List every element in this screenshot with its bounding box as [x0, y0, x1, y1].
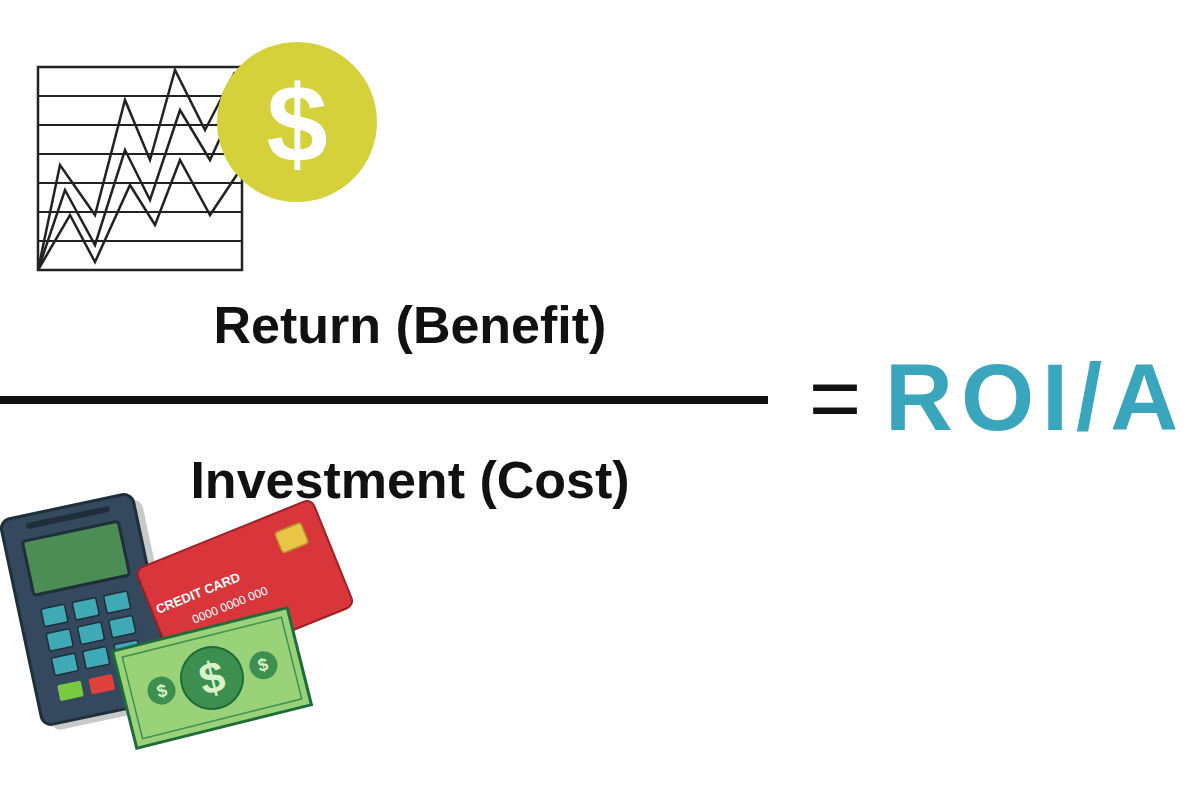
note-center-seal	[174, 640, 249, 715]
banknote	[113, 608, 312, 749]
chart-lines	[38, 70, 240, 270]
coin-symbol: $	[266, 69, 327, 179]
coin	[217, 42, 377, 202]
note-body	[113, 608, 312, 749]
note-left-seal	[145, 674, 179, 708]
terminal-cancel-key	[88, 674, 115, 695]
terminal-screen	[22, 521, 129, 595]
fraction-bar	[0, 396, 768, 404]
numerator-text: Return (Benefit)	[214, 299, 607, 351]
equals-sign: =	[809, 353, 862, 443]
card-chip	[275, 522, 309, 553]
chart-icon	[38, 42, 377, 270]
result-text: ROI/A	[885, 351, 1186, 445]
denominator-text: Investment (Cost)	[190, 454, 629, 506]
note-right-seal	[246, 648, 280, 682]
note-border	[122, 617, 301, 738]
chart-frame	[38, 67, 242, 270]
terminal-ok-key	[57, 680, 84, 701]
